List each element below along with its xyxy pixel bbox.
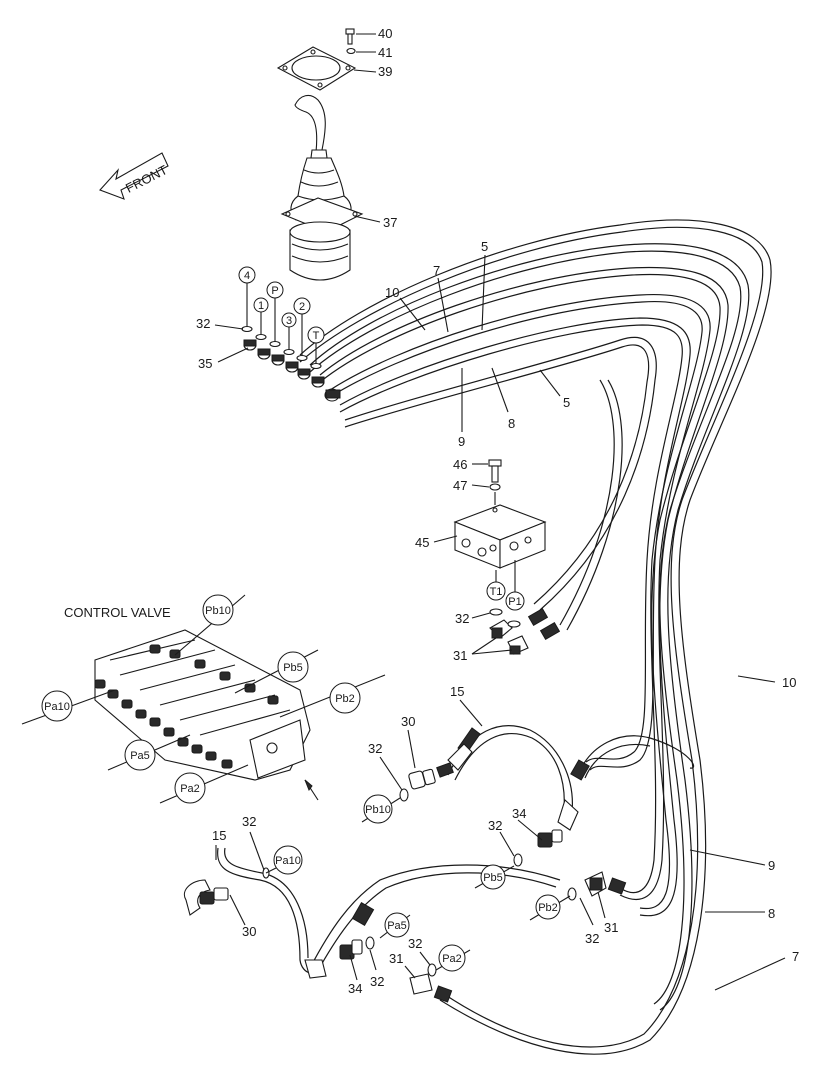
port-pb2b-label: Pb2 [538,902,558,914]
part-31c-label: 31 [389,951,403,966]
port-pb10b-label: Pb10 [365,804,391,816]
port-t-label: T [313,330,320,342]
part-30a-label: 30 [401,714,415,729]
upper-hose-leaders [399,254,561,432]
hose-bundle [299,219,772,1055]
port-pa5-label: Pa5 [130,750,150,762]
top-leaders [353,33,381,223]
part-32e-label: 32 [242,814,256,829]
part-32c-label: 32 [368,741,382,756]
control-valve-label: CONTROL VALVE [64,605,171,620]
port-pa10b-label: Pa10 [275,855,301,867]
hose-7-label: 7 [433,263,440,278]
hose-5b-label: 5 [563,395,570,410]
port-pb10-label: Pb10 [205,605,231,617]
part-32-label: 32 [196,316,210,331]
port-1-label: 1 [258,300,264,312]
hose-8-label: 8 [508,416,515,431]
valve-block [453,459,561,655]
port-3-label: 3 [286,315,292,327]
hose-8b-label: 8 [768,906,775,921]
port-2-label: 2 [299,301,305,313]
port-p-label: P [271,285,278,297]
hose-7b-label: 7 [792,949,799,964]
part-32d-label: 32 [488,818,502,833]
part-31a-label: 31 [453,648,467,663]
hose-10b-label: 10 [782,675,796,690]
hose-9b-label: 9 [768,858,775,873]
port-pb5b-label: Pb5 [483,872,503,884]
part-35-label: 35 [198,356,212,371]
part-34b-label: 34 [348,981,362,996]
part-37-label: 37 [383,215,397,230]
part-32h-label: 32 [408,936,422,951]
part-46-label: 46 [453,457,467,472]
port-pa10-label: Pa10 [44,701,70,713]
part-32f-label: 32 [585,931,599,946]
port-pa2-label: Pa2 [180,783,200,795]
part-32b-label: 32 [455,611,469,626]
part-41-label: 41 [378,45,392,60]
part-30b-label: 30 [242,924,256,939]
port-4-label: 4 [244,270,250,282]
hose-5-label: 5 [481,239,488,254]
part-39-label: 39 [378,64,392,79]
lower-hoses [184,725,695,1003]
valve-block-leaders [433,463,513,655]
joystick-port-circles [238,266,325,344]
part-40-label: 40 [378,26,392,41]
part-45-label: 45 [415,535,429,550]
port-p1-label: P1 [508,596,521,608]
hose-10-label: 10 [385,285,399,300]
part-32g-label: 32 [370,974,384,989]
joystick-assembly [276,28,364,281]
port-pb2-label: Pb2 [335,693,355,705]
hose-15b-label: 15 [212,828,226,843]
port-pb5-label: Pb5 [283,662,303,674]
part-31b-label: 31 [604,920,618,935]
front-arrow: FRONT [99,152,170,200]
hose-9-label: 9 [458,434,465,449]
port-pa5b-label: Pa5 [387,920,407,932]
port-t1-label: T1 [490,586,503,598]
joystick-fittings [214,283,341,402]
part-34a-label: 34 [512,806,526,821]
hose-15a-label: 15 [450,684,464,699]
port-pa2b-label: Pa2 [442,953,462,965]
part-47-label: 47 [453,478,467,493]
